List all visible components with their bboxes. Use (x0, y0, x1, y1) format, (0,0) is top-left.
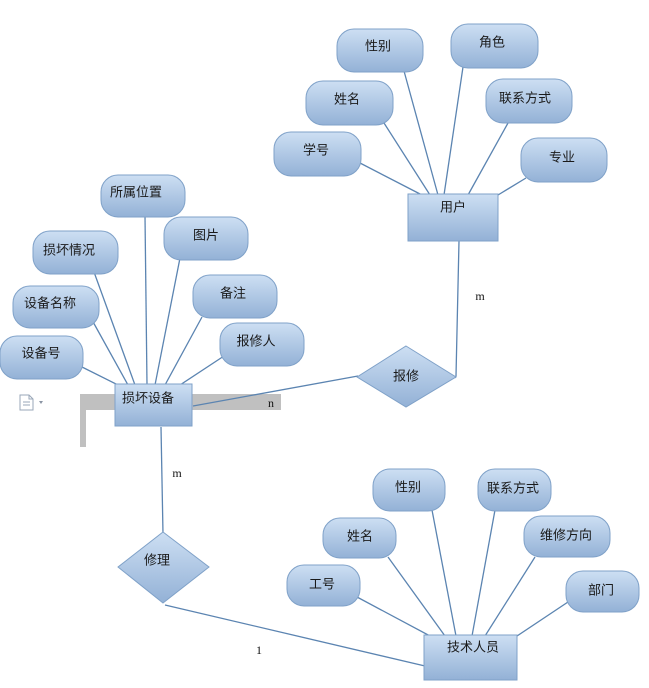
svg-text:部门: 部门 (588, 584, 614, 599)
cardinality-device-repair: m (172, 466, 182, 480)
attr-user-gender: 性别 (336, 28, 424, 73)
attr-device-id: 设备号 (0, 335, 84, 380)
svg-text:损坏情况: 损坏情况 (43, 244, 95, 259)
entity-technician: 技术人员 (423, 634, 518, 681)
attr-user-major: 专业 (520, 137, 608, 183)
svg-text:学号: 学号 (303, 143, 329, 159)
user-attribute-edges (359, 66, 527, 196)
attr-tech-department: 部门 (565, 570, 640, 613)
svg-text:图片: 图片 (193, 229, 219, 244)
cardinality-device-report: n (268, 396, 274, 410)
attr-user-role: 角色 (450, 23, 539, 69)
svg-text:联系方式: 联系方式 (499, 91, 551, 107)
svg-text:角色: 角色 (479, 35, 505, 51)
attr-device-reporter: 报修人 (219, 322, 305, 367)
attr-user-name: 姓名 (305, 80, 394, 126)
svg-text:报修人: 报修人 (236, 335, 275, 350)
svg-text:修理: 修理 (144, 554, 170, 569)
svg-text:技术人员: 技术人员 (447, 641, 499, 656)
attr-tech-contact: 联系方式 (477, 468, 552, 512)
entity-user: 用户 (407, 193, 499, 242)
device-attribute-edges (79, 215, 225, 386)
svg-text:联系方式: 联系方式 (487, 481, 539, 497)
svg-text:备注: 备注 (220, 286, 246, 302)
svg-text:设备号: 设备号 (21, 346, 60, 362)
svg-text:维修方向: 维修方向 (540, 528, 592, 544)
attr-tech-gender: 性别 (372, 468, 446, 512)
svg-text:工号: 工号 (309, 578, 335, 593)
attr-user-contact: 联系方式 (485, 78, 573, 124)
attr-device-location: 所属位置 (100, 174, 186, 218)
svg-text:设备名称: 设备名称 (24, 296, 76, 312)
attr-user-student-id: 学号 (273, 131, 362, 177)
svg-text:用户: 用户 (440, 200, 466, 216)
cardinality-tech-repair: 1 (256, 643, 262, 657)
attr-device-image: 图片 (163, 216, 249, 261)
svg-text:性别: 性别 (395, 481, 421, 496)
tech-attribute-edges (356, 509, 569, 637)
attr-device-remark: 备注 (192, 274, 278, 319)
svg-text:专业: 专业 (549, 151, 575, 166)
cardinality-user-report: m (475, 289, 485, 303)
chevron-down-icon (39, 401, 43, 404)
entity-damaged-device: 损坏设备 (114, 383, 193, 427)
attr-tech-name: 姓名 (322, 517, 397, 559)
relationship-repair: 修理 (117, 531, 210, 604)
attr-device-name: 设备名称 (12, 285, 100, 329)
relationship-edges (160, 240, 460, 667)
document-paste-icon[interactable] (19, 394, 43, 411)
svg-text:姓名: 姓名 (347, 529, 373, 545)
svg-text:报修: 报修 (393, 370, 419, 385)
attr-device-damage-status: 损坏情况 (32, 230, 119, 275)
svg-text:性别: 性别 (365, 40, 391, 55)
attr-tech-employee-id: 工号 (286, 564, 361, 607)
svg-text:所属位置: 所属位置 (110, 186, 162, 201)
svg-text:姓名: 姓名 (334, 92, 360, 108)
attr-tech-repair-direction: 维修方向 (523, 515, 611, 558)
svg-text:损坏设备: 损坏设备 (122, 391, 174, 407)
relationship-report: 报修 (356, 345, 457, 408)
